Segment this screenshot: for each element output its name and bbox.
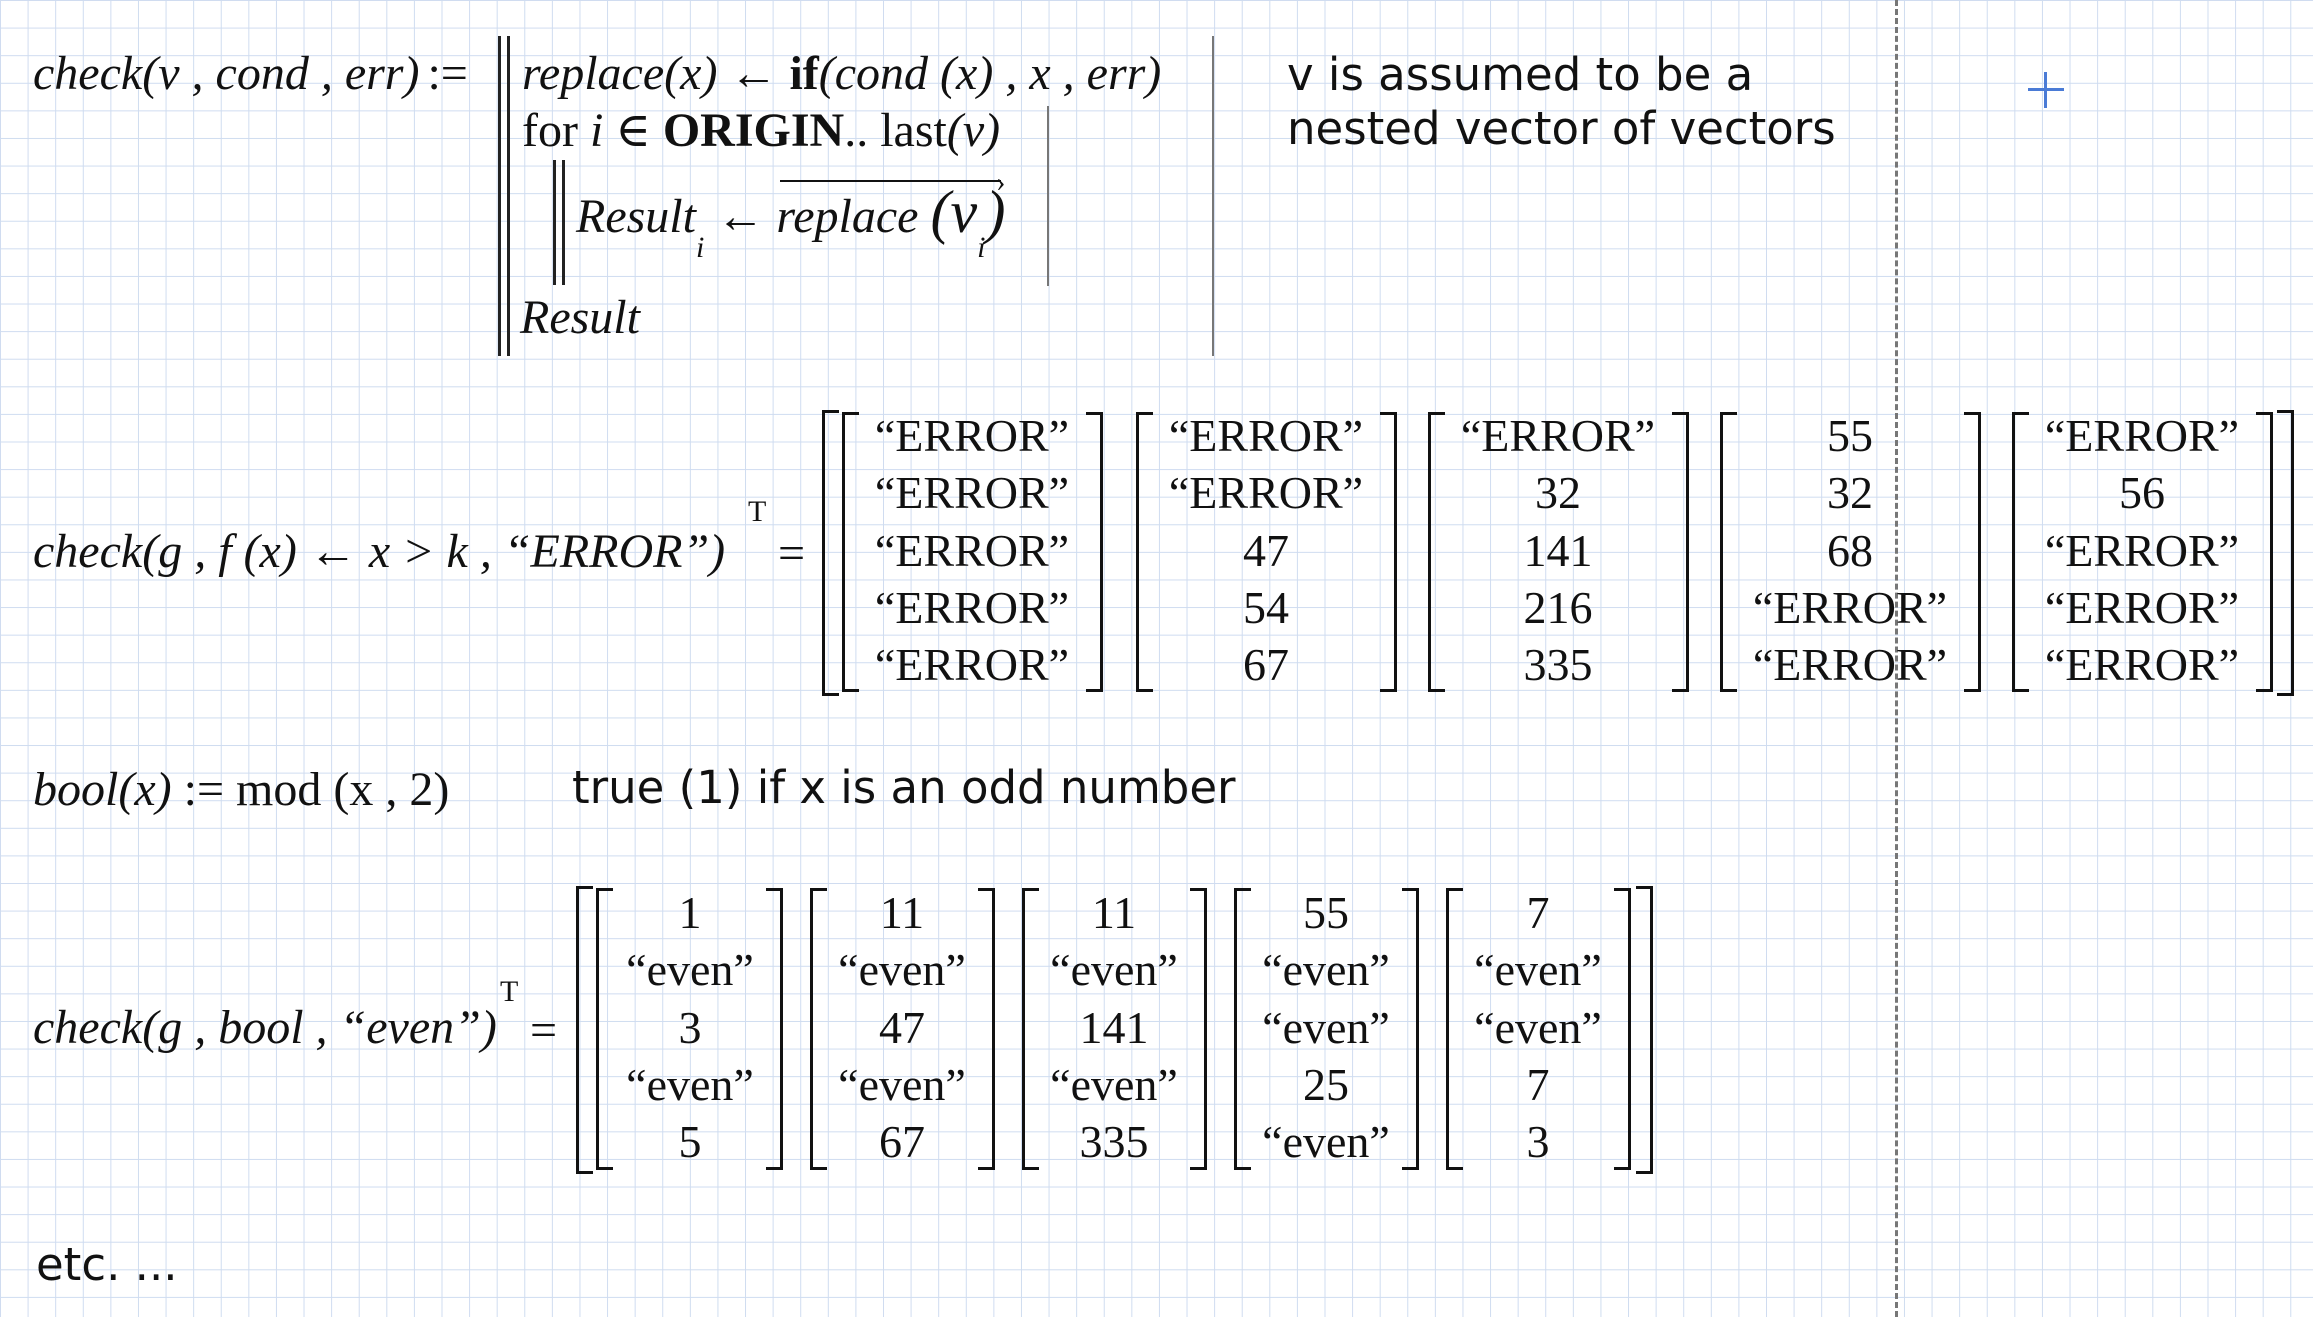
expr2-m4-bracket-right bbox=[1402, 888, 1419, 1170]
loop-bar-2 bbox=[562, 160, 565, 285]
expr2-m3-bracket-right bbox=[1190, 888, 1207, 1170]
expr1-m5-cell: “ERROR” bbox=[2044, 525, 2240, 576]
expr2-m5-cell: 7 bbox=[1526, 887, 1550, 938]
expr1-m1-cell: “ERROR” bbox=[874, 582, 1070, 633]
expr1-m1-cell: “ERROR” bbox=[874, 467, 1070, 518]
expr2-m1-bracket-right bbox=[766, 888, 783, 1170]
expr1-m2-cell: 47 bbox=[1243, 525, 1289, 576]
expr1-m3-cell: 32 bbox=[1535, 467, 1581, 518]
expr1-m3-cell: 335 bbox=[1523, 639, 1593, 690]
expr2-outer-bracket-left bbox=[576, 886, 593, 1174]
expr2-m1-cell: 1 bbox=[678, 887, 702, 938]
expr1-m1-bracket-right bbox=[1086, 412, 1103, 692]
expr1-m1-cell: “ERROR” bbox=[874, 410, 1070, 461]
program-bar-outer-2 bbox=[507, 36, 510, 356]
expr1-outer-bracket-left bbox=[822, 410, 839, 696]
expr1-m4-cell: 32 bbox=[1827, 467, 1873, 518]
note-vector-line-1[interactable]: v is assumed to be a bbox=[1287, 48, 1754, 101]
page-margin-line bbox=[1895, 0, 1898, 1317]
loop-bar-1 bbox=[553, 160, 556, 285]
expr2-m5-bracket-right bbox=[1614, 888, 1631, 1170]
expr2-m4-cell: “even” bbox=[1262, 1002, 1390, 1053]
expr1-m4-cell: 55 bbox=[1827, 410, 1873, 461]
expr1-lhs: check(g , f (x) ← x > k , “ERROR”) bbox=[33, 525, 726, 578]
expr2-m3-cell: “even” bbox=[1050, 944, 1178, 995]
expr1-m5-cell: “ERROR” bbox=[2044, 410, 2240, 461]
expr2-m3-bracket-left bbox=[1022, 888, 1039, 1170]
expr1-m5-cell: 56 bbox=[2119, 467, 2165, 518]
expr2-m5-cell: 3 bbox=[1526, 1116, 1550, 1167]
expr1-m3-cell: 141 bbox=[1523, 525, 1593, 576]
expr2-m2-cell: “even” bbox=[838, 944, 966, 995]
program-line-3: Resulti ← replace (vi) › bbox=[576, 167, 1006, 264]
expr2-m4-cell: “even” bbox=[1262, 1116, 1390, 1167]
expr2-m3-cell: “even” bbox=[1050, 1059, 1178, 1110]
expr2-m2-cell: 67 bbox=[879, 1116, 925, 1167]
expr2-outer-bracket-right bbox=[1636, 886, 1653, 1174]
expr2-m5-cell: 7 bbox=[1526, 1059, 1550, 1110]
expr1-m2-bracket-right bbox=[1380, 412, 1397, 692]
bool-function-definition[interactable]: bool(x) := mod (x , 2) bbox=[33, 763, 450, 816]
loop-bar-right bbox=[1047, 106, 1049, 286]
expr1-transpose: T bbox=[748, 495, 767, 528]
expr1-m5-bracket-left bbox=[2012, 412, 2029, 692]
expr1-m2-cell: 67 bbox=[1243, 639, 1289, 690]
expr2-m2-bracket-right bbox=[978, 888, 995, 1170]
expr1-m5-cell: “ERROR” bbox=[2044, 639, 2240, 690]
expr2-m4-cell: 55 bbox=[1303, 887, 1349, 938]
expr2-m1-cell: 5 bbox=[678, 1116, 702, 1167]
expr2-m4-cell: 25 bbox=[1303, 1059, 1349, 1110]
expr2-m3-cell: 335 bbox=[1079, 1116, 1149, 1167]
expr1-m5-bracket-right bbox=[2256, 412, 2273, 692]
expr2-m3-cell: 11 bbox=[1091, 887, 1137, 938]
expr1-m1-cell: “ERROR” bbox=[874, 525, 1070, 576]
expr2-m1-cell: “even” bbox=[626, 1059, 754, 1110]
program-line-2: for i ∈ ORIGIN.. last(v) bbox=[522, 104, 1001, 157]
program-bar-outer-1 bbox=[498, 36, 501, 356]
expr1-m3-bracket-right bbox=[1672, 412, 1689, 692]
expr1-m4-cell: 68 bbox=[1827, 525, 1873, 576]
def-params: (v , cond , err) bbox=[142, 47, 420, 100]
expr1-m1-cell: “ERROR” bbox=[874, 639, 1070, 690]
def-name: check bbox=[33, 47, 143, 100]
program-bar-right bbox=[1212, 36, 1214, 356]
expr1-m1-bracket-left bbox=[842, 412, 859, 692]
expr2-m2-cell: 11 bbox=[879, 887, 925, 938]
expr1-m2-cell: “ERROR” bbox=[1168, 410, 1364, 461]
expr1-m4-cell: “ERROR” bbox=[1752, 639, 1948, 690]
expr2-m4-cell: “even” bbox=[1262, 944, 1390, 995]
expr2-equals: = bbox=[530, 1004, 558, 1057]
expr2-m5-bracket-left bbox=[1446, 888, 1463, 1170]
expr1-m3-bracket-left bbox=[1428, 412, 1445, 692]
expr2-m1-cell: “even” bbox=[626, 944, 754, 995]
expr1-m3-cell: “ERROR” bbox=[1460, 410, 1656, 461]
expr1-m4-bracket-left bbox=[1720, 412, 1737, 692]
footer-etc[interactable]: etc. ... bbox=[36, 1238, 178, 1291]
expr2-m3-cell: 141 bbox=[1079, 1002, 1149, 1053]
program-line-1: replace(x) ← if(cond (x) , x , err) bbox=[522, 47, 1162, 100]
expr2-m4-bracket-left bbox=[1234, 888, 1251, 1170]
expr1-m5-cell: “ERROR” bbox=[2044, 582, 2240, 633]
expr1-m2-cell: 54 bbox=[1243, 582, 1289, 633]
expr2-m1-bracket-left bbox=[596, 888, 613, 1170]
expr1-m4-cell: “ERROR” bbox=[1752, 582, 1948, 633]
expr2-m5-cell: “even” bbox=[1474, 944, 1602, 995]
expr1-m3-cell: 216 bbox=[1523, 582, 1593, 633]
expr1-m4-bracket-right bbox=[1964, 412, 1981, 692]
expr1-m2-bracket-left bbox=[1136, 412, 1153, 692]
program-line-4: Result bbox=[520, 291, 640, 344]
expr2-m1-cell: 3 bbox=[678, 1002, 702, 1053]
expr2-m2-bracket-left bbox=[810, 888, 827, 1170]
expr2-m5-cell: “even” bbox=[1474, 1002, 1602, 1053]
expr2-m2-cell: “even” bbox=[838, 1059, 966, 1110]
expr1-outer-bracket-right bbox=[2277, 410, 2294, 696]
note-vector-line-2[interactable]: nested vector of vectors bbox=[1287, 102, 1836, 155]
def-assign: := bbox=[427, 47, 468, 100]
note-odd-number[interactable]: true (1) if x is an odd number bbox=[572, 761, 1236, 814]
expr1-equals: = bbox=[778, 527, 806, 580]
expr1-m2-cell: “ERROR” bbox=[1168, 467, 1364, 518]
expr2-m2-cell: 47 bbox=[879, 1002, 925, 1053]
expr2-lhs: check(g , bool , “even”) bbox=[33, 1001, 497, 1054]
expr2-transpose: T bbox=[500, 975, 519, 1008]
